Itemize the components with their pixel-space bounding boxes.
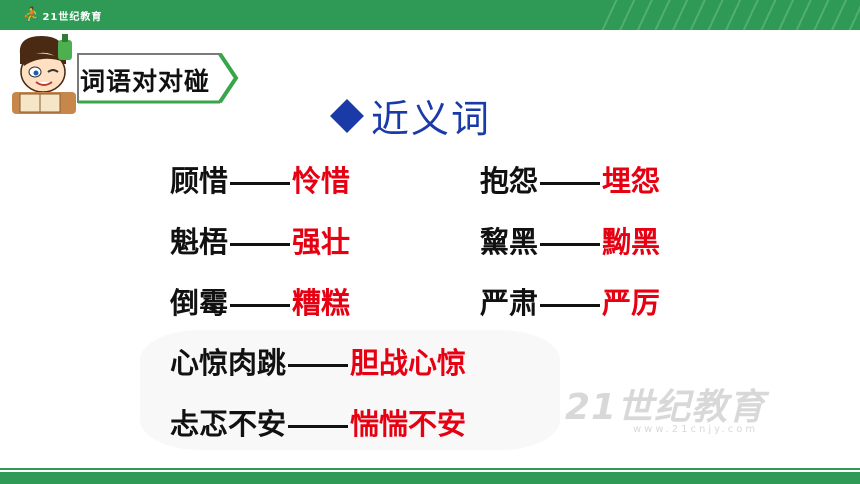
dash-separator (230, 181, 291, 185)
banner-frame (77, 52, 239, 104)
synonym: 埋怨 (602, 164, 661, 198)
word: 心惊肉跳 (170, 346, 287, 380)
cartoon-boy-icon (12, 34, 76, 114)
header-bar: ⛹ 21世纪教育 (0, 0, 860, 30)
pair-row: 倒霉 糟糕 (170, 280, 350, 322)
section-title: 近义词 (371, 97, 492, 141)
background-book (140, 330, 560, 450)
pair-row: 心惊肉跳 胆战心惊 (170, 340, 466, 382)
synonym: 怜惜 (292, 164, 351, 198)
runner-logo-icon: ⛹ (22, 7, 40, 23)
logo: ⛹ 21世纪教育 (22, 6, 102, 24)
pair-row: 顾惜 怜惜 (170, 158, 350, 200)
dash-separator (230, 242, 291, 246)
dash-separator (540, 181, 601, 185)
synonym: 惴惴不安 (350, 407, 467, 441)
diamond-bullet-icon (330, 98, 364, 133)
word: 倒霉 (170, 286, 229, 320)
banner-label: 词语对对碰 (80, 67, 211, 96)
dash-separator (288, 424, 349, 428)
synonym: 糟糕 (292, 286, 351, 320)
synonym: 黝黑 (602, 225, 661, 259)
dash-separator (288, 363, 349, 367)
footer-line (0, 468, 860, 470)
pair-row: 黧黑 黝黑 (480, 219, 660, 261)
footer-bar (0, 472, 860, 484)
synonym: 胆战心惊 (350, 346, 467, 380)
dash-separator (540, 242, 601, 246)
pair-row: 抱怨 埋怨 (480, 158, 660, 200)
word: 顾惜 (170, 164, 229, 198)
word: 魁梧 (170, 225, 229, 259)
pair-row: 魁梧 强壮 (170, 219, 350, 261)
word: 忐忑不安 (170, 407, 287, 441)
watermark-url: www.21cnjy.com (633, 424, 759, 435)
word: 抱怨 (480, 164, 539, 198)
synonym: 强壮 (292, 225, 351, 259)
synonym: 严厉 (602, 286, 661, 320)
dash-separator (230, 303, 291, 307)
watermark: 21世纪教育 www.21cnjy.com (565, 378, 765, 435)
section-heading: 近义词 (330, 88, 492, 143)
watermark-logo: 21世纪教育 (565, 387, 766, 428)
word: 严肃 (480, 286, 539, 320)
pair-row: 严肃 严厉 (480, 280, 660, 322)
pair-row: 忐忑不安 惴惴不安 (170, 401, 466, 443)
dash-separator (540, 303, 601, 307)
header-stripes (600, 0, 860, 30)
word: 黧黑 (480, 225, 539, 259)
logo-text: 21世纪教育 (42, 11, 103, 23)
